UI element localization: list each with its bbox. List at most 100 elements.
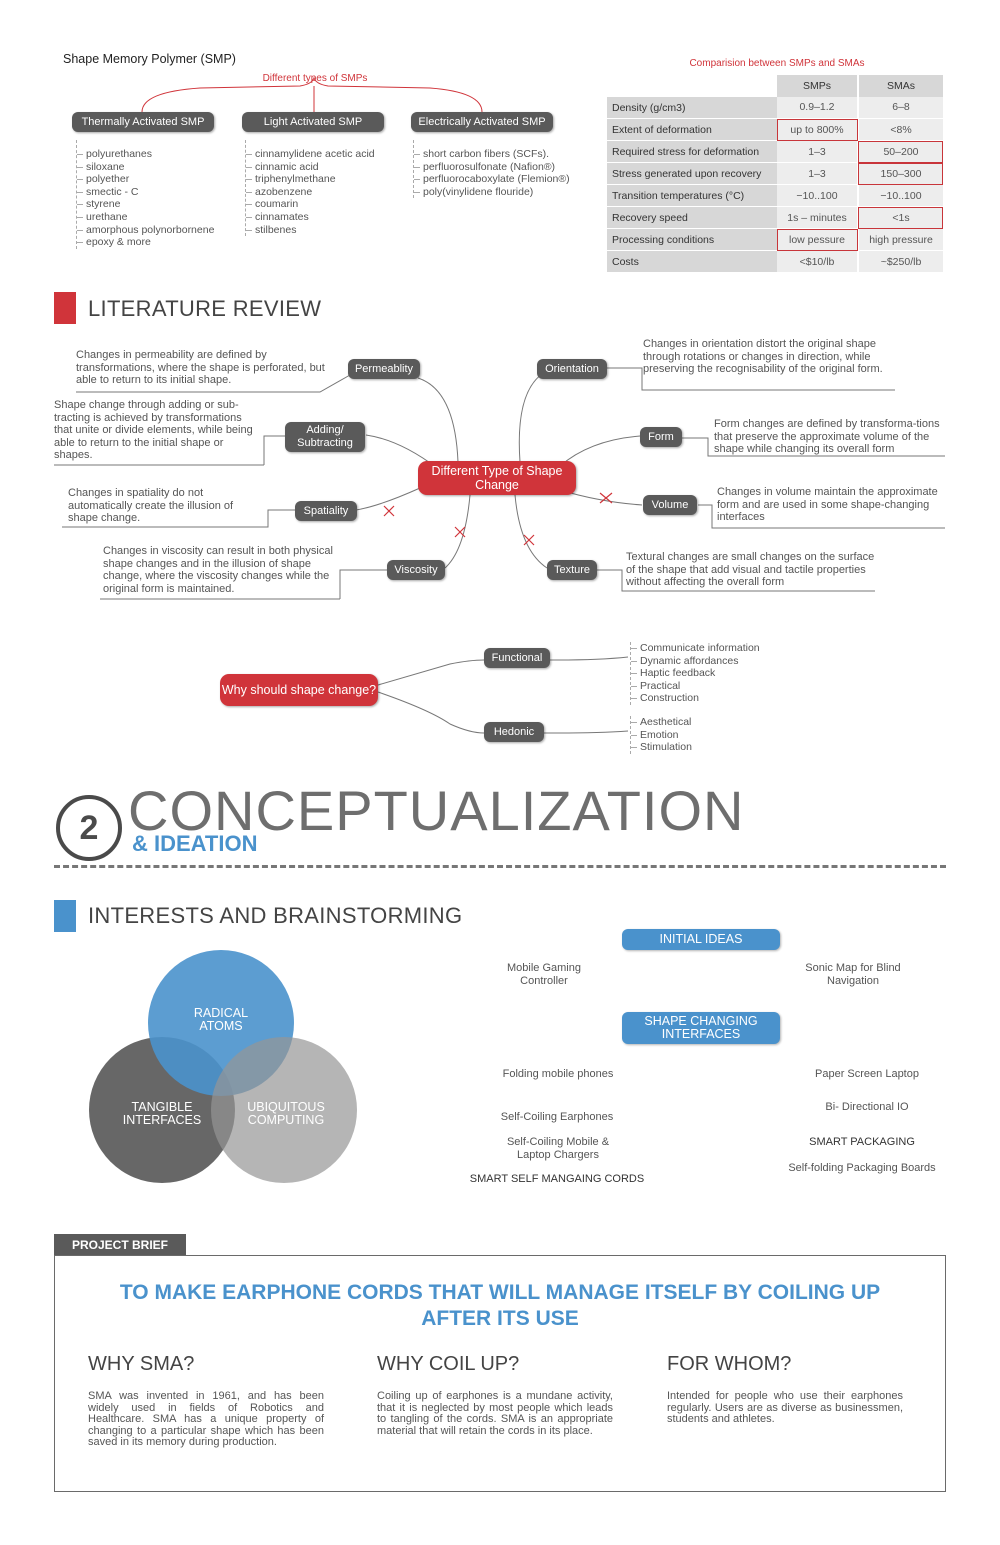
desc-adding-subtracting: Shape change through adding or sub-tract…: [54, 399, 253, 462]
project-brief-tab: PROJECT BRIEF: [54, 1234, 186, 1255]
idea-self-coiling-chargers: Self-Coiling Mobile & Laptop Chargers: [506, 1136, 610, 1161]
thermal-smp-pill: Thermally Activated SMP: [72, 112, 214, 132]
project-brief-box: [54, 1255, 946, 1492]
list-item: cinnamates: [246, 211, 375, 224]
list-item: styrene: [76, 198, 214, 211]
list-item: triphenylmethane: [246, 173, 375, 186]
idea-paper-screen-laptop: Paper Screen Laptop: [815, 1068, 919, 1080]
list-item: Practical: [631, 680, 760, 693]
list-item: short carbon fibers (SCFs).: [414, 148, 570, 161]
list-item: Communicate information: [631, 642, 760, 654]
list-item: polyether: [76, 173, 214, 186]
why-center-node: Why should shape change?: [220, 674, 378, 706]
for-whom-title: FOR WHOM?: [667, 1353, 792, 1375]
electric-smp-pill: Electrically Activated SMP: [411, 112, 553, 132]
node-functional: Functional: [484, 648, 550, 668]
node-spatiality: Spatiality: [295, 501, 357, 521]
idea-folding-phones: Folding mobile phones: [502, 1068, 614, 1080]
interests-heading: INTERESTS AND BRAINSTORMING: [88, 903, 463, 928]
idea-smart-cords: SMART SELF MANGAING CORDS: [469, 1173, 645, 1185]
list-item: Aesthetical: [631, 716, 692, 728]
list-item: epoxy & more: [76, 236, 214, 249]
idea-smart-packaging: SMART PACKAGING: [809, 1136, 915, 1148]
node-permeablity: Permeablity: [348, 359, 420, 379]
node-orientation: Orientation: [537, 359, 607, 379]
node-texture: Texture: [547, 560, 597, 580]
list-item: smectic - C: [76, 186, 214, 199]
idea-sonic-map: Sonic Map for Blind Navigation: [805, 962, 901, 987]
smp-types-label: Different types of SMPs: [262, 73, 368, 84]
desc-form: Form changes are defined by transforma-t…: [714, 418, 940, 456]
literature-heading: LITERATURE REVIEW: [88, 296, 322, 321]
label-ubiquitous-computing: UBIQUITOUS COMPUTING: [247, 1100, 325, 1128]
node-viscosity: Viscosity: [387, 560, 445, 580]
literature-section-marker: [54, 292, 76, 324]
interests-section-marker: [54, 900, 76, 932]
thermal-smp-list: polyurethanes siloxane polyether smectic…: [76, 140, 214, 249]
desc-orientation: Changes in orientation distort the origi…: [643, 338, 883, 376]
label-radical-atoms: RADICAL ATOMS: [193, 1006, 249, 1034]
node-volume: Volume: [643, 495, 697, 515]
desc-spatiality: Changes in spatiality do not automatical…: [68, 487, 234, 525]
idea-self-coiling-earphones: Self-Coiling Earphones: [500, 1111, 614, 1123]
col-header-smas: SMAs: [857, 75, 943, 97]
shape-changing-interfaces-pill: SHAPE CHANGING INTERFACES: [622, 1012, 780, 1044]
idea-bidirectional-io: Bi- Directional IO: [825, 1101, 909, 1113]
hedonic-list: Aesthetical Emotion Stimulation: [630, 716, 692, 754]
label-tangible-interfaces: TANGIBLE INTERFACES: [122, 1100, 202, 1128]
for-whom-body: Intended for people who use their earpho…: [667, 1390, 903, 1426]
idea-self-folding-boards: Self-folding Packaging Boards: [788, 1162, 936, 1174]
why-coil-body: Coiling up of earphones is a mundane act…: [377, 1390, 613, 1437]
project-headline: TO MAKE EARPHONE CORDS THAT WILL MANAGE …: [119, 1281, 881, 1331]
concept-subtitle: & IDEATION: [132, 831, 258, 856]
list-item: urethane: [76, 211, 214, 224]
why-mindmap-lines: [377, 656, 629, 734]
list-item: cinnamic acid: [246, 161, 375, 174]
smp-title: Shape Memory Polymer (SMP): [63, 52, 236, 66]
electric-smp-list: short carbon fibers (SCFs). perfluorosul…: [413, 140, 570, 199]
section-number-badge: 2: [56, 795, 122, 861]
why-sma-title: WHY SMA?: [88, 1353, 195, 1375]
functional-list: Communicate information Dynamic affordan…: [630, 642, 760, 705]
list-item: perfluorocaboxylate (Flemion®): [414, 173, 570, 186]
col-header-smps: SMPs: [777, 75, 858, 97]
list-item: amorphous polynorbornene: [76, 223, 215, 236]
list-item: Haptic feedback: [631, 667, 760, 680]
smp-brace-lines: [141, 76, 483, 113]
desc-texture: Textural changes are small changes on th…: [626, 551, 875, 589]
table-row: Costs<$10/lb~$250/lb: [607, 250, 943, 273]
desc-volume: Changes in volume maintain the approxima…: [717, 486, 938, 524]
list-item: polyurethanes: [76, 148, 214, 161]
list-item: perfluorosulfonate (Nafion®): [414, 161, 570, 174]
why-sma-body: SMA was invented in 1961, and has been w…: [88, 1390, 324, 1449]
node-form: Form: [640, 427, 682, 447]
why-coil-title: WHY COIL UP?: [377, 1353, 520, 1375]
list-item: coumarin: [246, 198, 375, 211]
initial-ideas-pill: INITIAL IDEAS: [622, 929, 780, 950]
light-smp-pill: Light Activated SMP: [242, 112, 384, 132]
desc-permeablity: Changes in permeability are defined by t…: [76, 349, 325, 387]
comparison-title: Comparision between SMPs and SMAs: [689, 58, 865, 69]
section-divider: [54, 865, 946, 868]
list-item: Emotion: [631, 729, 692, 742]
light-smp-list: cinnamylidene acetic acid cinnamic acid …: [245, 140, 375, 237]
list-item: cinnamylidene acetic acid: [246, 148, 375, 160]
list-item: poly(vinylidene flouride): [414, 186, 570, 199]
desc-viscosity: Changes in viscosity can result in both …: [103, 545, 333, 595]
concept-title: CONCEPTUALIZATION: [128, 779, 745, 842]
table-row: Transition temperatures (°C)−10..100−10.…: [607, 184, 943, 207]
idea-mobile-gaming: Mobile Gaming Controller: [507, 962, 581, 987]
node-hedonic: Hedonic: [484, 722, 544, 742]
shape-change-center-node: Different Type of Shape Change: [418, 461, 576, 495]
node-adding-subtracting: Adding/ Subtracting: [285, 422, 365, 452]
list-item: Stimulation: [631, 741, 692, 754]
list-item: stilbenes: [246, 224, 375, 237]
circle-ubiquitous-computing: [211, 1037, 357, 1183]
